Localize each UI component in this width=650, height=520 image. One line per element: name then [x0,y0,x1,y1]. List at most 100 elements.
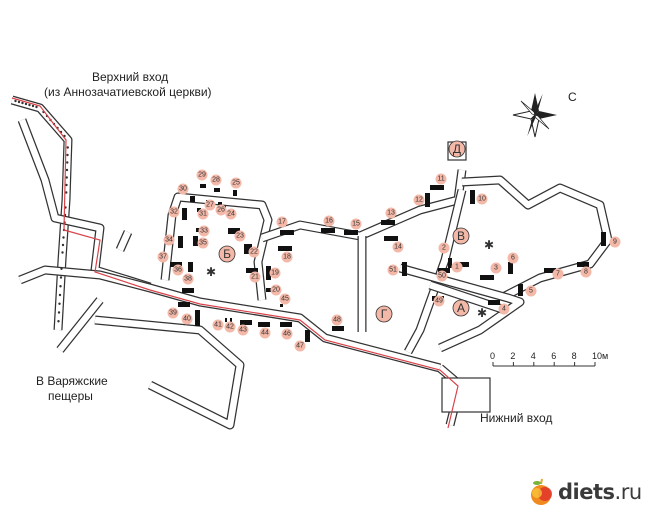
marker-circle [476,193,488,205]
niche-block [233,190,237,196]
marker-circle [212,319,224,331]
scale-label: 0 [490,351,495,361]
niche-block [344,230,358,235]
niche-marker-1: 1 [451,261,463,273]
niche-marker-23: 23 [234,230,246,242]
niche-marker-50: 50 [436,270,448,282]
niche-block [193,236,198,246]
chamber-circle [452,299,470,317]
stair-step [65,168,69,172]
chamber-circle [218,245,236,263]
route-line [11,97,459,429]
niche-block [488,300,500,305]
marker-circle [438,242,450,254]
niche-block [197,208,201,212]
corridor-wall [17,118,152,292]
niche-marker-44: 44 [259,327,271,339]
niche-block [448,258,452,268]
marker-circle [270,284,282,296]
niche-number: 41 [214,322,222,329]
scale-label: 2 [510,351,515,361]
niche-marker-11: 11 [435,173,447,185]
niche-number: 28 [212,177,220,184]
niche-number: 27 [206,202,214,209]
niche-number: 44 [261,330,269,337]
niche-marker-25: 25 [230,177,242,189]
chamber-marker: Б [218,245,236,263]
altar-icon: ✱ [477,306,487,320]
niche-number: 21 [251,274,259,281]
niche-marker-9: 9 [609,236,621,248]
scale-label: 6 [551,351,556,361]
corridor-floor [94,316,244,429]
chamber-circle [452,227,470,245]
niche-marker-36: 36 [172,264,184,276]
niche-marker-2: 2 [438,242,450,254]
niche-block [544,268,556,273]
niche-blocks [170,184,606,342]
niche-number: 1 [455,264,459,271]
marker-circle [279,293,291,305]
stair-step [66,161,69,164]
corridor-floor [405,189,466,354]
marker-circle [490,262,502,274]
niche-block [214,188,220,192]
scale-label: 8 [572,351,577,361]
niche-block [230,318,232,322]
stair-step [28,103,31,107]
marker-circle [177,183,189,195]
marker-circle [225,208,237,220]
niche-marker-49: 49 [433,295,445,307]
niche-block [455,262,469,267]
niche-number: 4 [502,306,506,313]
niche-marker-20: 20 [270,284,282,296]
marker-circle [167,307,179,319]
marker-circle [436,270,448,282]
niche-marker-19: 19 [269,267,281,279]
niche-block [188,262,193,272]
niche-number: 13 [387,210,395,217]
niche-block [182,288,194,293]
niche-block [402,262,407,276]
niche-number: 39 [169,310,177,317]
niche-number: 25 [232,180,240,187]
niche-number: 16 [325,218,333,225]
marker-circle [281,251,293,263]
chamber-letter: Д [453,142,461,156]
niche-marker-22: 22 [248,246,260,258]
niche-marker-14: 14 [392,241,404,253]
niche-block [170,262,182,267]
niche-marker-18: 18 [281,251,293,263]
stair-step [66,153,69,157]
niche-marker-12: 12 [413,194,425,206]
niche-marker-43: 43 [237,324,249,336]
upper-entrance-note: (из Аннозачатиевской церкви) [44,85,212,99]
marker-circle [163,234,175,246]
niche-marker-38: 38 [182,273,194,285]
marker-circle [552,268,564,280]
niche-block [480,275,494,280]
niche-number: 22 [250,249,258,256]
niche-marker-30: 30 [177,183,189,195]
niche-block [332,326,344,331]
chamber-letter: В [457,229,465,243]
diets-logo: diets.ru [528,478,642,506]
niche-marker-16: 16 [323,215,335,227]
stair-step [31,104,35,108]
marker-circle [224,321,236,333]
niche-block [225,318,227,322]
marker-circle [392,241,404,253]
varangian-caves-label-1: В Варяжские [36,374,108,388]
niche-marker-21: 21 [249,271,261,283]
niche-number: 9 [613,239,617,246]
niche-marker-40: 40 [181,313,193,325]
stair-step [17,100,21,104]
niche-marker-45: 45 [279,293,291,305]
niche-block [280,322,292,327]
marker-circle [197,237,209,249]
marker-circle [525,285,537,297]
tour-route [11,97,459,429]
niche-block [266,266,271,280]
lower-entrance-label: Нижний вход [480,411,552,425]
